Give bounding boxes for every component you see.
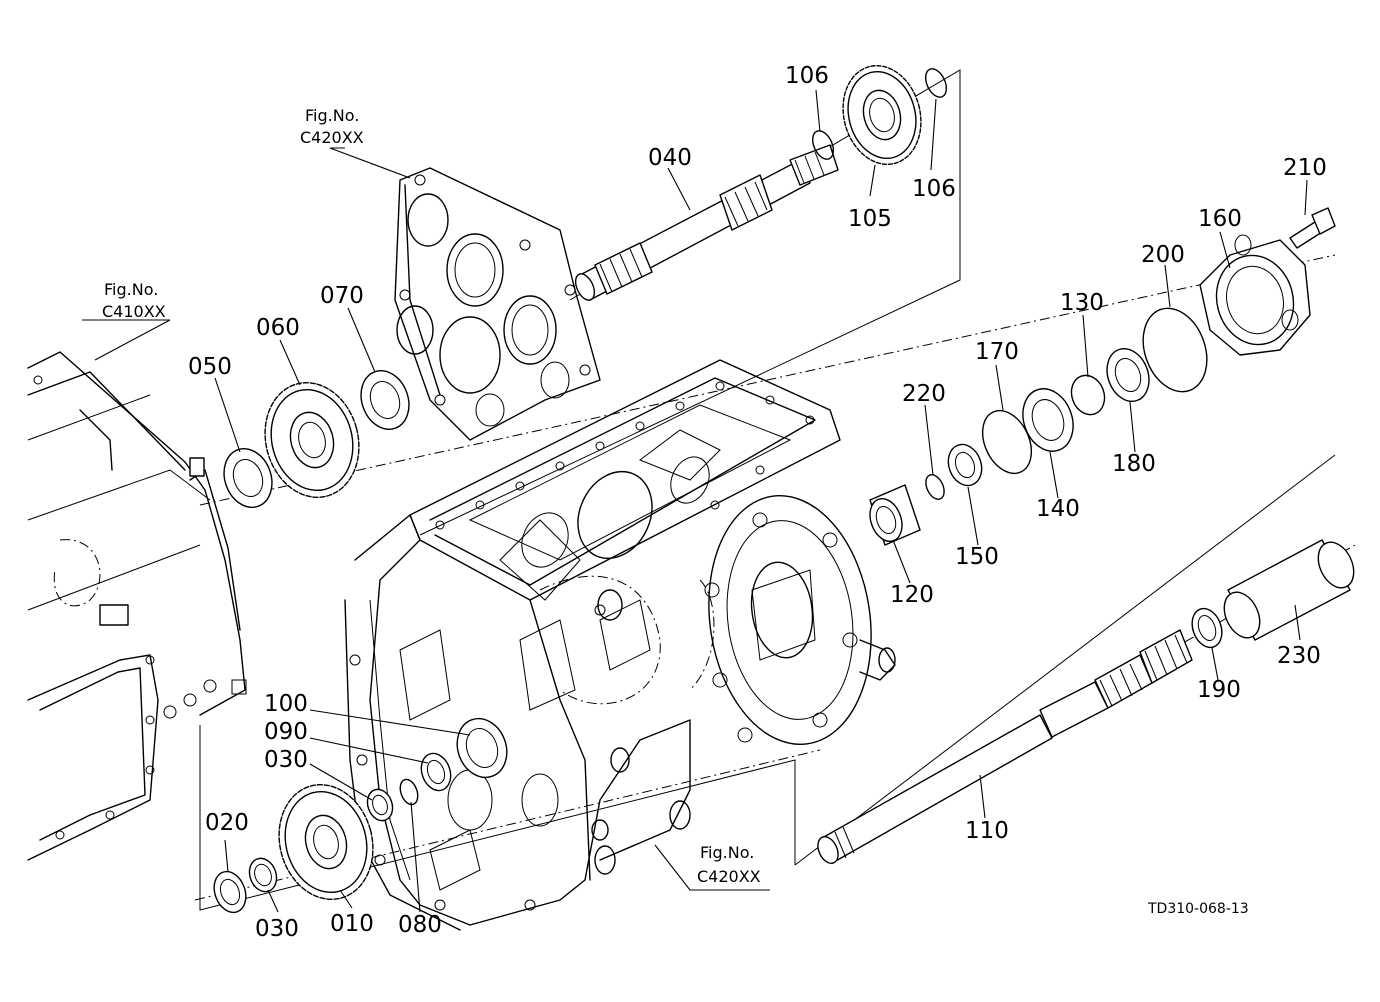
part-050-bearing	[223, 448, 273, 508]
fig-ref-left-line2: C410XX	[102, 302, 166, 321]
fig-ref-lower-line1: Fig.No.	[700, 843, 754, 862]
label-220: 220	[902, 381, 946, 407]
fig-ref-upper-line1: Fig.No.	[305, 106, 359, 125]
label-040: 040	[648, 145, 692, 171]
part-140-bearing	[1022, 388, 1074, 452]
label-106-b: 106	[912, 176, 956, 202]
label-110: 110	[965, 818, 1009, 844]
label-210: 210	[1283, 155, 1327, 181]
part-number-labels: 106 106 105 040 210 160 200 130 170 070 …	[188, 63, 1327, 942]
label-100: 100	[264, 691, 308, 717]
part-020-thrust-washer	[213, 870, 247, 914]
label-150: 150	[955, 544, 999, 570]
part-070-bearing	[360, 370, 410, 430]
label-020: 020	[205, 810, 249, 836]
part-090-seal	[420, 752, 452, 792]
label-080: 080	[398, 912, 442, 938]
label-170: 170	[975, 339, 1019, 365]
label-106-a: 106	[785, 63, 829, 89]
fig-ref-left-line1: Fig.No.	[104, 280, 158, 299]
part-230-cap	[1223, 539, 1355, 641]
part-210-bolt	[1289, 207, 1336, 249]
front-cover-plate	[394, 167, 601, 441]
part-105-gear	[842, 65, 922, 165]
part-150-bearing	[947, 443, 983, 487]
part-120-needle-bearing	[869, 484, 921, 546]
label-105: 105	[848, 206, 892, 232]
part-220-circlip	[925, 474, 945, 500]
center-transmission-case	[344, 359, 896, 931]
label-090: 090	[264, 719, 308, 745]
figure-references: Fig.No. C420XX Fig.No. C410XX Fig.No. C4…	[102, 106, 761, 886]
part-060-gear	[264, 382, 360, 498]
label-050: 050	[188, 354, 232, 380]
part-106-circlip-a	[811, 130, 835, 160]
label-190: 190	[1197, 677, 1241, 703]
label-030-a: 030	[264, 747, 308, 773]
leader-lines	[82, 89, 1308, 913]
part-030-needle-bearing-b	[248, 857, 278, 893]
fig-ref-upper-line2: C420XX	[300, 128, 364, 147]
label-230: 230	[1277, 643, 1321, 669]
label-160: 160	[1198, 206, 1242, 232]
part-110-pto-shaft	[817, 629, 1193, 864]
part-200-oring	[1142, 307, 1208, 393]
bracket-left	[199, 725, 796, 911]
part-106-circlip-b	[924, 68, 948, 98]
label-140: 140	[1036, 496, 1080, 522]
fig-ref-lower-line2: C420XX	[697, 867, 761, 886]
label-120: 120	[890, 582, 934, 608]
label-060: 060	[256, 315, 300, 341]
label-200: 200	[1141, 242, 1185, 268]
part-080-circlip	[399, 778, 419, 806]
part-040-shaft	[574, 144, 839, 301]
part-160-housing	[1199, 234, 1311, 356]
label-070: 070	[320, 283, 364, 309]
part-130-collar	[1070, 374, 1106, 416]
label-010: 010	[330, 911, 374, 937]
left-transmission-case	[27, 351, 247, 861]
part-180-bearing	[1106, 348, 1150, 402]
label-130: 130	[1060, 290, 1104, 316]
part-170-snap-ring	[981, 409, 1033, 475]
figure-code: TD310-068-13	[1147, 901, 1249, 917]
shaft-centerline-upper	[199, 254, 1336, 506]
part-190-seal	[1191, 607, 1223, 649]
part-100-bearing	[456, 717, 508, 779]
label-030-b: 030	[255, 916, 299, 942]
part-030-needle-bearing-a	[366, 788, 394, 822]
label-180: 180	[1112, 451, 1156, 477]
bracket-lower	[794, 454, 1336, 866]
part-010-gear	[278, 784, 374, 900]
